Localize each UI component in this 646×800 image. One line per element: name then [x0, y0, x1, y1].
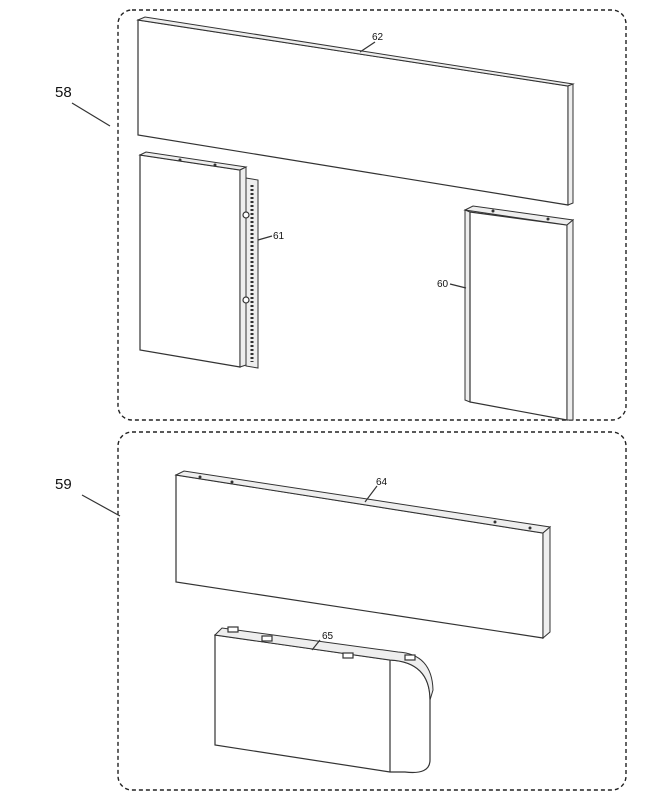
- leader-line-58: [71, 102, 111, 127]
- group-label-58: 58: [55, 84, 72, 101]
- group-59-boundary: [117, 431, 627, 791]
- part-label-65: 65: [322, 631, 334, 642]
- group-label-59: 59: [55, 476, 72, 493]
- part-label-60: 60: [437, 279, 449, 290]
- front-panel-64: 64: [174, 470, 552, 640]
- hinged-panel-61: 61: [138, 151, 285, 369]
- part-label-64: 64: [376, 477, 388, 488]
- top-panel-62: 62: [136, 16, 575, 206]
- base-cover-65: 65: [213, 626, 434, 774]
- part-label-62: 62: [372, 32, 384, 43]
- group-58-boundary: [117, 9, 627, 421]
- part-label-61: 61: [273, 231, 285, 242]
- leader-line-59: [81, 494, 121, 517]
- side-panel-60: 60: [437, 205, 575, 421]
